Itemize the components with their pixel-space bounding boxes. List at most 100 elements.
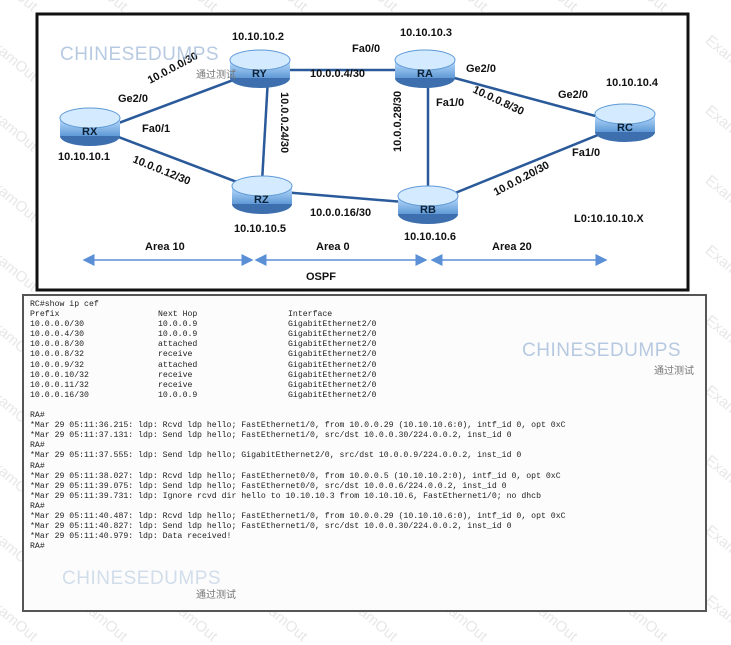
- cef-nexthop: 10.0.0.9: [158, 330, 198, 340]
- ldp-log: RA#*Mar 29 05:11:36.215: ldp: Rcvd ldp h…: [30, 411, 699, 552]
- cef-nexthop: attached: [158, 360, 198, 370]
- log-line: *Mar 29 05:11:39.731: ldp: Ignore rcvd d…: [30, 491, 541, 501]
- cef-row: 10.0.0.0/30 10.0.0.9 GigabitEthernet2/0: [30, 320, 699, 330]
- cef-prefix: 10.0.0.8/30: [30, 340, 85, 350]
- watermark-sub-panel: 通过测试: [654, 366, 694, 377]
- svg-text:RY: RY: [252, 68, 268, 80]
- intf-label-rc-ge2: Ge2/0: [558, 89, 588, 101]
- cli-command: RC#show ip cef: [30, 300, 99, 309]
- cef-interface: GigabitEthernet2/0: [288, 380, 377, 390]
- cef-interface: GigabitEthernet2/0: [288, 340, 377, 350]
- ospf-label: OSPF: [306, 271, 336, 283]
- cef-prefix: 10.0.0.9/32: [30, 360, 85, 370]
- log-line: *Mar 29 05:11:40.979: ldp: Data received…: [30, 532, 232, 542]
- log-line: RA#: [30, 461, 45, 471]
- cli-blank: [30, 401, 699, 411]
- intf-label-ra-fa00: Fa0/0: [352, 43, 380, 55]
- cef-nexthop: receive: [158, 370, 193, 380]
- cef-interface: GigabitEthernet2/0: [288, 360, 377, 370]
- ip-label-rz: 10.10.10.5: [234, 223, 286, 235]
- cef-row: 10.0.0.10/32 receive GigabitEthernet2/0: [30, 371, 699, 381]
- ip-label-rc: 10.10.10.4: [606, 77, 659, 89]
- link-ra-rc: [424, 68, 626, 126]
- svg-text:RZ: RZ: [254, 194, 269, 206]
- link-ry-rz: [260, 77, 270, 183]
- log-line: *Mar 29 05:11:36.215: ldp: Rcvd ldp hell…: [30, 421, 566, 431]
- log-line: *Mar 29 05:11:37.555: ldp: Send ldp hell…: [30, 451, 522, 461]
- cef-nexthop: 10.0.0.9: [158, 390, 198, 400]
- cef-row: 10.0.0.11/32 receive GigabitEthernet2/0: [30, 381, 699, 391]
- subnet-label-rz-rb: 10.0.0.16/30: [310, 207, 371, 219]
- log-line: *Mar 29 05:11:37.131: ldp: Send ldp hell…: [30, 431, 512, 441]
- cef-prefix: 10.0.0.8/32: [30, 350, 85, 360]
- area-label-10: Area 10: [145, 241, 185, 253]
- cef-row: 10.0.0.8/32 receive GigabitEthernet2/0: [30, 350, 699, 360]
- log-line: RA#: [30, 411, 45, 421]
- area-label-20: Area 20: [492, 241, 532, 253]
- ip-label-ra: 10.10.10.3: [400, 27, 452, 39]
- cef-row: 10.0.0.9/32 attached GigabitEthernet2/0: [30, 361, 699, 371]
- watermark-sub-top: 通过测试: [196, 70, 236, 81]
- cef-interface: GigabitEthernet2/0: [288, 370, 377, 380]
- router-rb: RB: [397, 185, 459, 224]
- log-line: *Mar 29 05:11:38.027: ldp: Rcvd ldp hell…: [30, 471, 561, 481]
- cef-prefix: 10.0.0.4/30: [30, 330, 85, 340]
- watermark-brand-panel: CHINESEDUMPS: [522, 340, 682, 361]
- svg-text:RB: RB: [420, 204, 436, 216]
- watermark-brand-top: CHINESEDUMPS: [60, 44, 220, 65]
- cef-nexthop: 10.0.0.9: [158, 320, 198, 330]
- log-line: *Mar 29 05:11:39.075: ldp: Send ldp hell…: [30, 481, 507, 491]
- cef-header-prefix: Prefix: [30, 310, 60, 320]
- cef-row: 10.0.0.16/30 10.0.0.9 GigabitEthernet2/0: [30, 391, 699, 401]
- ip-label-rb: 10.10.10.6: [404, 231, 456, 243]
- network-topology-diagram: RX RY RA RC RZ RB 10.10.10.1 10.10.10.2 …: [35, 12, 690, 292]
- subnet-label-ra-rb: 10.0.0.28/30: [392, 91, 404, 152]
- cef-nexthop: receive: [158, 380, 193, 390]
- subnet-label-ry-ra: 10.0.0.4/30: [310, 68, 365, 80]
- cef-prefix: 10.0.0.16/30: [30, 390, 89, 400]
- intf-label-rx-fa01: Fa0/1: [142, 123, 170, 135]
- link-rb-rc: [427, 122, 626, 206]
- link-rx-rz: [99, 128, 259, 192]
- ip-label-ry: 10.10.10.2: [232, 31, 284, 43]
- log-line: *Mar 29 05:11:40.827: ldp: Send ldp hell…: [30, 522, 512, 532]
- cef-interface: GigabitEthernet2/0: [288, 320, 377, 330]
- intf-label-rc-fa10: Fa1/0: [572, 147, 600, 159]
- router-rz: RZ: [231, 175, 293, 214]
- cef-row: 10.0.0.8/30 attached GigabitEthernet2/0: [30, 340, 699, 350]
- cef-prefix: 10.0.0.11/32: [30, 380, 89, 390]
- cef-prefix: 10.0.0.10/32: [30, 370, 89, 380]
- intf-label-ra-ge2: Ge2/0: [466, 63, 496, 75]
- diagram-frame: [35, 12, 690, 292]
- svg-text:RX: RX: [82, 126, 98, 138]
- svg-text:RA: RA: [417, 68, 433, 80]
- log-line: RA#: [30, 441, 45, 451]
- cef-nexthop: attached: [158, 340, 198, 350]
- watermark-brand-bottom: CHINESEDUMPS: [62, 568, 222, 589]
- subnet-label-ry-rz: 10.0.0.24/30: [278, 92, 290, 153]
- router-ra: RA: [394, 49, 456, 88]
- cef-interface: GigabitEthernet2/0: [288, 390, 377, 400]
- log-line: RA#: [30, 542, 45, 552]
- watermark-sub-bottom: 通过测试: [196, 590, 236, 601]
- cli-output-panel: RC#show ip cef Prefix Next Hop Interface…: [22, 294, 707, 612]
- cef-prefix: 10.0.0.0/30: [30, 320, 85, 330]
- area-label-0: Area 0: [316, 241, 350, 253]
- cef-interface: GigabitEthernet2/0: [288, 350, 377, 360]
- cef-header-nexthop: Next Hop: [158, 310, 198, 320]
- intf-label-rx-ge2: Ge2/0: [118, 93, 148, 105]
- cef-nexthop: receive: [158, 350, 193, 360]
- log-line: RA#: [30, 501, 45, 511]
- loopback-note: L0:10.10.10.X: [574, 213, 644, 225]
- ip-label-rx: 10.10.10.1: [58, 151, 110, 163]
- intf-label-ra-fa10: Fa1/0: [436, 97, 464, 109]
- cef-row: 10.0.0.4/30 10.0.0.9 GigabitEthernet2/0: [30, 330, 699, 340]
- cef-header-row: Prefix Next Hop Interface: [30, 310, 699, 320]
- router-rc: RC: [594, 103, 656, 142]
- router-rx: RX: [59, 107, 121, 146]
- router-ry: RY: [229, 49, 291, 88]
- svg-text:RC: RC: [617, 122, 633, 134]
- cef-interface: GigabitEthernet2/0: [288, 330, 377, 340]
- cef-header-interface: Interface: [288, 310, 333, 320]
